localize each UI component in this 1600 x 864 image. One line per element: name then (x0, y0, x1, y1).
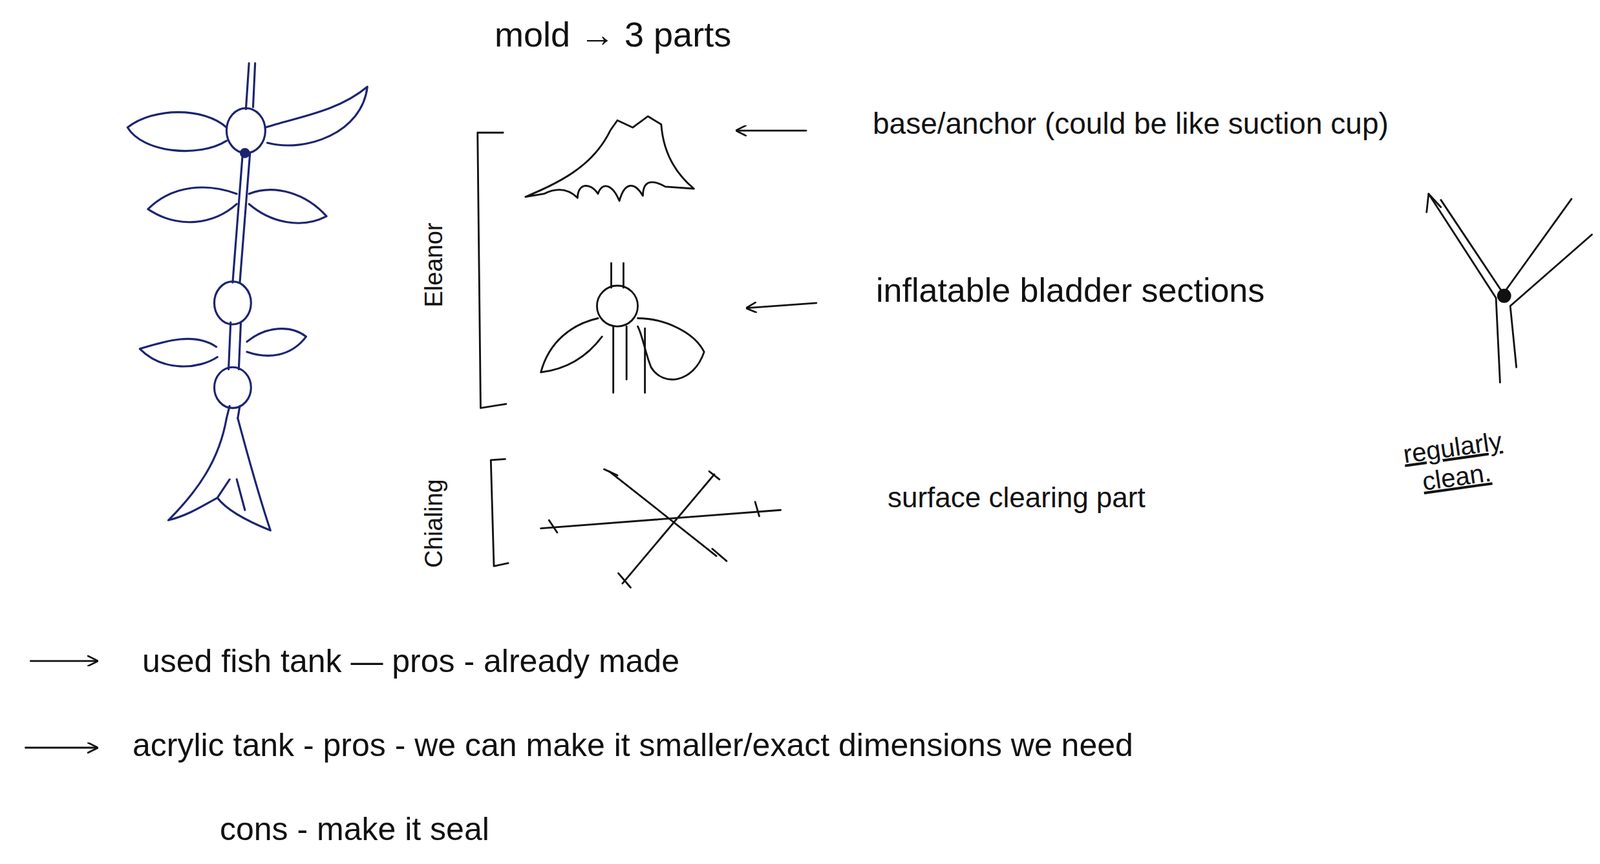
leaf (638, 318, 705, 380)
stem-tip (245, 63, 255, 110)
option-note: used fish tank — pros - already made (142, 643, 680, 681)
joint-dot (241, 148, 250, 158)
pointer-arrow (746, 303, 816, 309)
stem (228, 322, 242, 370)
note: regularly clean. (1376, 422, 1533, 502)
bracket (477, 132, 507, 408)
leaf (541, 318, 603, 373)
leaf (246, 329, 307, 357)
bladder-bulb (213, 367, 251, 408)
clearing-arms (541, 471, 781, 584)
title-note: mold → 3 parts (494, 14, 732, 55)
arm-tick (548, 469, 759, 588)
bracket (490, 458, 509, 567)
part-label: base/anchor (could be like suction cup) (872, 106, 1389, 141)
y-joint-sketch (1428, 193, 1593, 383)
stem (232, 151, 251, 284)
leaf (127, 112, 227, 152)
bladder-bulb (226, 107, 266, 153)
plant-illustration (127, 63, 368, 531)
option-note: acrylic tank - pros - we can make it sma… (132, 727, 1134, 765)
tube (613, 326, 646, 394)
pointer-arrow (736, 129, 807, 132)
tube (611, 263, 624, 288)
bladder-bulb (596, 285, 638, 327)
anchor-fin (217, 479, 246, 511)
leaf (265, 86, 368, 146)
anchor-fin (168, 418, 271, 531)
author-label: Chialing (420, 479, 449, 568)
author-label: Eleanor (420, 223, 449, 308)
joint-dot (1497, 289, 1511, 302)
leaf (139, 338, 218, 367)
leaf (148, 187, 237, 223)
bladder-bulb (213, 281, 251, 325)
bullet-arrow (25, 747, 97, 750)
part-label: surface clearing part (887, 481, 1146, 515)
bullet-arrow (30, 660, 97, 662)
arrow-head (1426, 193, 1441, 213)
option-note: cons - make it seal (219, 811, 490, 849)
part-label: inflatable bladder sections (875, 271, 1265, 311)
anchor-sketch (525, 116, 694, 202)
leaf (248, 190, 327, 224)
